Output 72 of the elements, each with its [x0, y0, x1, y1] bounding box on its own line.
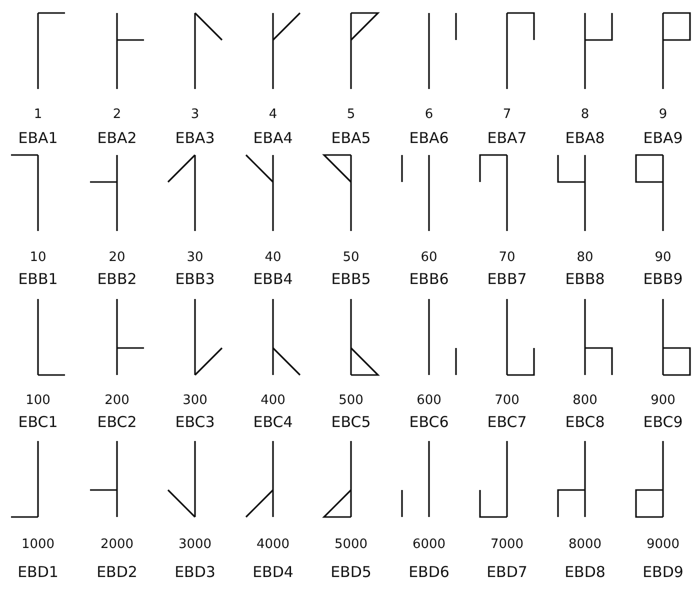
number-label: 20 — [108, 251, 126, 264]
code-label: EBA1 — [18, 131, 58, 146]
code-label: EBC9 — [643, 415, 683, 430]
number-label: 10 — [30, 251, 46, 264]
number-label: 7 — [502, 108, 512, 121]
number-label: 1 — [34, 108, 42, 121]
code-label: EBB3 — [175, 272, 215, 287]
code-label: EBD3 — [174, 565, 216, 580]
code-label: EBD2 — [96, 565, 138, 580]
number-label: 8000 — [568, 538, 602, 551]
number-label: 6 — [424, 108, 434, 121]
number-label: 3000 — [178, 538, 212, 551]
number-label: 70 — [498, 251, 516, 264]
code-label: EBB5 — [331, 272, 371, 287]
code-label: EBC6 — [409, 415, 449, 430]
number-label: 90 — [654, 251, 672, 264]
number-label: 6000 — [412, 538, 446, 551]
code-label: EBB4 — [253, 272, 293, 287]
code-label: EBD9 — [642, 565, 684, 580]
number-label: 7000 — [490, 538, 524, 551]
number-label: 50 — [342, 251, 360, 264]
code-label: EBB9 — [643, 272, 683, 287]
code-label: EBD6 — [408, 565, 450, 580]
code-label: EBC8 — [565, 415, 605, 430]
number-label: 30 — [186, 251, 204, 264]
code-label: EBA9 — [643, 131, 683, 146]
code-label: EBD1 — [18, 565, 58, 580]
code-label: EBA3 — [175, 131, 215, 146]
number-label: 900 — [650, 394, 676, 407]
code-label: EBB6 — [409, 272, 449, 287]
code-label: EBD7 — [486, 565, 528, 580]
number-label: 4000 — [256, 538, 290, 551]
number-label: 9000 — [646, 538, 680, 551]
code-label: EBA2 — [97, 131, 137, 146]
code-label: EBA8 — [565, 131, 605, 146]
number-label: 40 — [264, 251, 282, 264]
number-label: 80 — [576, 251, 594, 264]
code-label: EBC1 — [18, 415, 58, 430]
code-label: EBD5 — [330, 565, 372, 580]
number-label: 8 — [580, 108, 590, 121]
number-label: 2000 — [100, 538, 134, 551]
code-label: EBA7 — [487, 131, 527, 146]
code-label: EBA6 — [409, 131, 449, 146]
number-label: 800 — [572, 394, 598, 407]
number-label: 600 — [416, 394, 442, 407]
number-label: 1000 — [21, 538, 55, 551]
number-label: 4 — [268, 108, 278, 121]
number-label: 5 — [346, 108, 356, 121]
number-label: 400 — [260, 394, 286, 407]
code-label: EBC3 — [175, 415, 215, 430]
number-label: 60 — [420, 251, 438, 264]
code-label: EBB1 — [18, 272, 58, 287]
code-label: EBA5 — [331, 131, 371, 146]
code-label: EBD4 — [252, 565, 294, 580]
number-label: 2 — [112, 108, 122, 121]
number-label: 700 — [494, 394, 520, 407]
code-label: EBC7 — [487, 415, 527, 430]
number-label: 200 — [104, 394, 130, 407]
code-label: EBC2 — [97, 415, 137, 430]
number-label: 5000 — [334, 538, 368, 551]
number-label: 300 — [182, 394, 208, 407]
code-label: EBD8 — [564, 565, 606, 580]
code-label: EBB7 — [487, 272, 527, 287]
number-label: 500 — [338, 394, 364, 407]
code-label: EBB2 — [97, 272, 137, 287]
number-label: 100 — [26, 394, 50, 407]
code-label: EBC5 — [331, 415, 371, 430]
code-label: EBB8 — [565, 272, 605, 287]
number-label: 9 — [658, 108, 668, 121]
code-label: EBC4 — [253, 415, 293, 430]
number-label: 3 — [190, 108, 200, 121]
code-label: EBA4 — [253, 131, 293, 146]
